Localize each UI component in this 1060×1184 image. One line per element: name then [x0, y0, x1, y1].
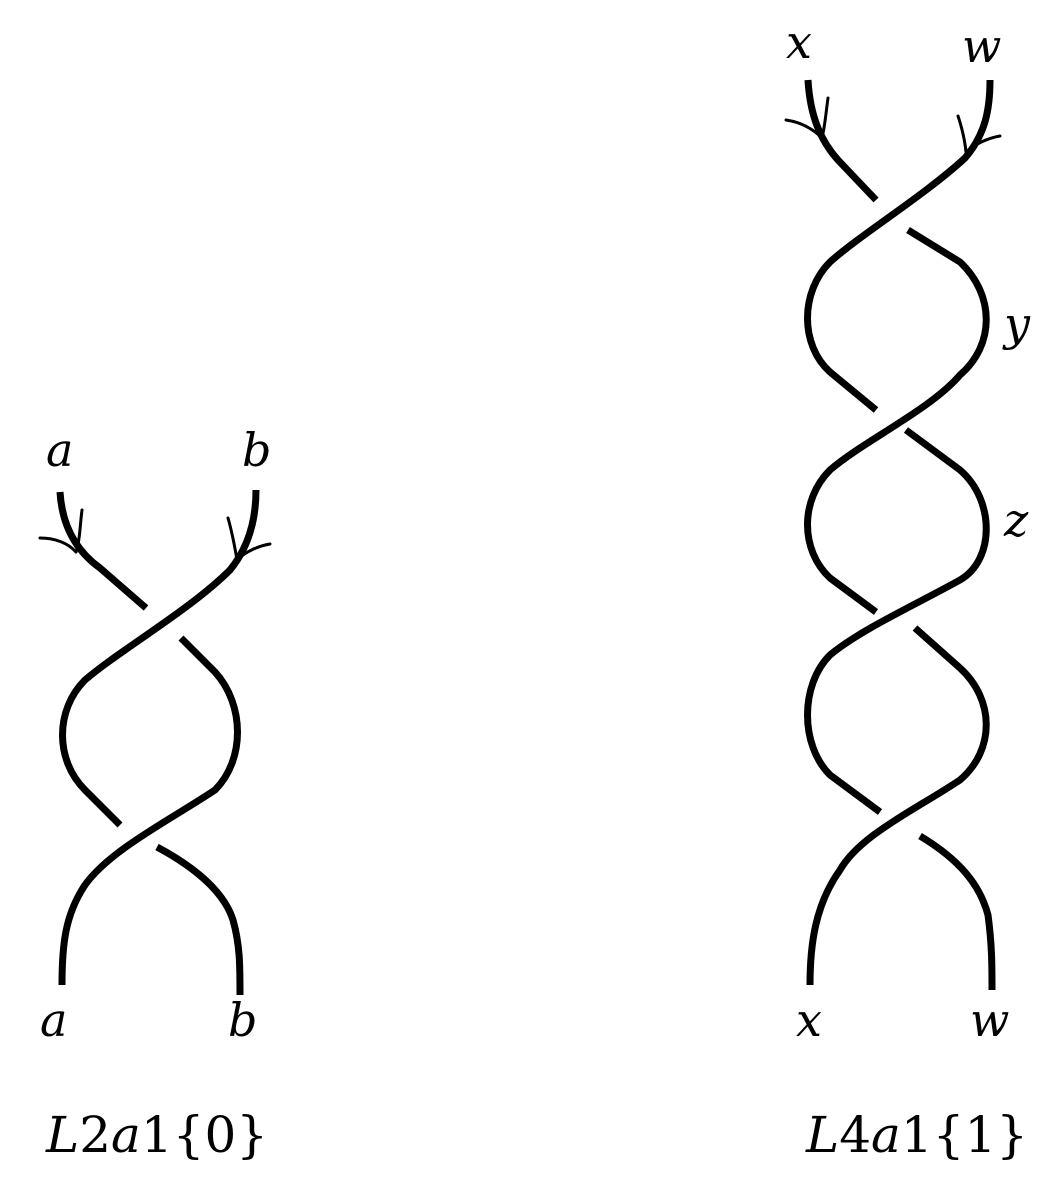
strand-over-3	[804, 227, 990, 615]
arrow-head-x	[784, 96, 830, 140]
strand-over-upper	[59, 489, 260, 828]
bottom-label-a: a	[40, 993, 67, 1047]
caption-brace: {1}	[933, 1106, 1028, 1164]
side-label-y: y	[1002, 297, 1031, 351]
strand-under-upper-a	[56, 491, 149, 611]
arrow-head-b	[226, 516, 272, 562]
strand-under-upper-b	[58, 635, 241, 986]
braid-L2a1: a b a b L2a1{0}	[38, 423, 272, 1164]
strand-under-top	[804, 79, 879, 203]
caption-L2a1: L2a1{0}	[45, 1106, 268, 1164]
strand-under-lower	[155, 843, 244, 996]
top-label-a: a	[46, 423, 73, 477]
caption-num2: 1	[141, 1106, 173, 1164]
top-label-b: b	[242, 423, 271, 477]
caption-letter1: L	[805, 1106, 839, 1164]
braid-L4a1: x w y z x w L4a1{1}	[784, 15, 1031, 1164]
caption-num2: 1	[901, 1106, 933, 1164]
caption-letter2: a	[111, 1106, 141, 1164]
arrow-head-w	[956, 114, 1002, 154]
caption-letter2: a	[871, 1106, 901, 1164]
strand-over-4	[806, 625, 990, 986]
strand-under-bottom	[918, 832, 996, 991]
caption-letter1: L	[45, 1106, 79, 1164]
bottom-label-x: x	[796, 993, 822, 1047]
bottom-label-w: w	[970, 993, 1009, 1047]
strand-over-2	[804, 427, 990, 815]
caption-brace: {0}	[173, 1106, 268, 1164]
top-label-x: x	[786, 15, 812, 69]
caption-num1: 2	[79, 1106, 111, 1164]
top-label-w: w	[962, 19, 1001, 73]
arrow-head-a	[38, 508, 84, 554]
strand-over-1	[804, 79, 994, 413]
caption-L4a1: L4a1{1}	[805, 1106, 1028, 1164]
side-label-z: z	[1003, 493, 1029, 547]
bottom-label-b: b	[228, 993, 257, 1047]
caption-num1: 4	[839, 1106, 871, 1164]
